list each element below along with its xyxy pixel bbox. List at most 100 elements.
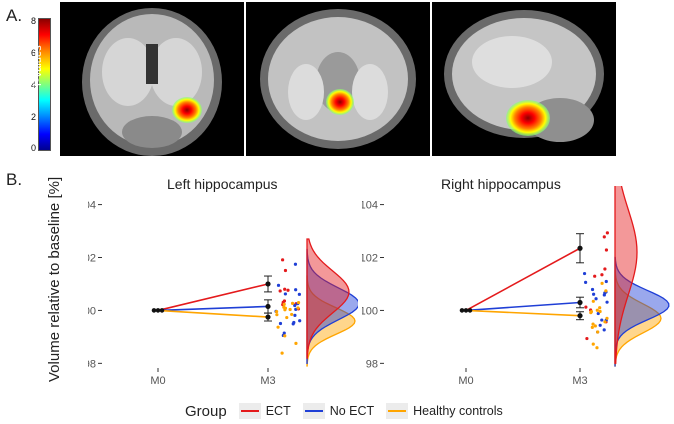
- legend-label-no-ect: No ECT: [329, 404, 375, 418]
- right-chart-title: Right hippocampus: [441, 176, 561, 192]
- y-axis-label: Volume relative to baseline [%]: [46, 176, 63, 382]
- subject-point: [593, 274, 597, 278]
- colorbar-title: T-Values: [32, 45, 44, 88]
- mean-point: [265, 314, 271, 320]
- subject-point: [280, 351, 284, 355]
- subject-point: [290, 301, 295, 305]
- subject-point: [598, 309, 602, 314]
- subject-point: [594, 297, 598, 301]
- colorbar-tick: 4: [30, 80, 36, 90]
- panel-b-label: B.: [6, 170, 23, 189]
- subject-point: [602, 328, 606, 332]
- y-tick-label: 102: [362, 253, 378, 265]
- legend-label-healthy: Healthy controls: [413, 404, 503, 418]
- subject-point: [278, 321, 283, 326]
- colorbar-tick: 8: [30, 16, 36, 26]
- subject-point: [590, 287, 595, 292]
- subject-point: [294, 288, 298, 292]
- brain-sagittal-slice: [432, 2, 616, 156]
- subject-point: [584, 305, 588, 309]
- subject-point: [592, 292, 596, 296]
- subject-point: [290, 312, 294, 317]
- subject-point: [603, 267, 607, 271]
- y-tick-label: 100: [88, 305, 96, 317]
- subject-point: [605, 231, 609, 235]
- y-tick-label: 98: [88, 358, 96, 370]
- subject-point: [285, 315, 289, 320]
- subject-point: [596, 330, 600, 334]
- mean-point: [265, 281, 271, 287]
- y-tick-label: 98: [366, 358, 378, 370]
- subject-point: [283, 268, 288, 273]
- subject-point: [603, 320, 607, 324]
- subject-point: [604, 279, 608, 284]
- subject-point: [297, 292, 301, 296]
- subject-point: [584, 280, 588, 284]
- legend-item-no-ect: No ECT: [302, 403, 375, 419]
- baseline-point: [155, 308, 161, 313]
- baseline-point: [463, 308, 469, 313]
- subject-point: [283, 287, 287, 291]
- subject-point: [276, 325, 280, 329]
- subject-point: [591, 342, 595, 346]
- subject-point: [593, 324, 597, 328]
- subject-point: [591, 299, 595, 303]
- subject-point: [582, 271, 587, 276]
- subject-point: [275, 310, 279, 314]
- subject-point: [604, 289, 608, 293]
- subject-point: [278, 289, 282, 293]
- y-tick-label: 104: [362, 200, 378, 212]
- baseline-point: [151, 308, 157, 313]
- subject-point: [600, 281, 604, 285]
- colorbar-tick: 2: [30, 112, 36, 122]
- x-tick-label: M0: [458, 375, 473, 386]
- series-line-ect: [157, 283, 269, 312]
- subject-point: [595, 308, 599, 312]
- x-tick-label: M3: [572, 375, 587, 386]
- subject-point: [596, 311, 600, 316]
- baseline-point: [467, 308, 473, 313]
- mean-point: [577, 313, 583, 319]
- series-line-healthy-controls: [465, 309, 581, 317]
- legend-swatch-no-ect: [302, 403, 325, 419]
- colorbar-tick: 6: [30, 48, 36, 58]
- brain-axial-slice: [246, 2, 430, 156]
- subject-point: [275, 313, 279, 317]
- subject-point: [591, 322, 595, 326]
- subject-point: [282, 299, 287, 303]
- subject-point: [283, 334, 287, 338]
- subject-point: [298, 319, 302, 323]
- subject-point: [605, 316, 609, 320]
- density-healthy-controls: [306, 275, 356, 367]
- x-tick-label: M3: [260, 375, 275, 386]
- subject-point: [598, 323, 602, 327]
- legend-item-ect: ECT: [238, 403, 291, 419]
- group-legend: Group ECT No ECT Healthy controls: [185, 400, 509, 422]
- y-tick-label: 100: [362, 305, 378, 317]
- legend-title: Group: [185, 402, 227, 420]
- legend-label-ect: ECT: [265, 404, 291, 418]
- subject-point: [286, 288, 290, 292]
- series-line-no-ect: [465, 301, 581, 312]
- series-line-ect: [465, 247, 581, 312]
- y-tick-label: 102: [88, 253, 96, 265]
- subject-point: [590, 325, 594, 329]
- subject-point: [604, 248, 609, 252]
- baseline-point: [459, 308, 465, 313]
- subject-point: [283, 306, 288, 310]
- brain-coronal-slice: [60, 2, 244, 156]
- subject-point: [598, 306, 602, 310]
- subject-point: [600, 318, 604, 322]
- subject-point: [602, 235, 606, 239]
- colorbar-tick: 0: [30, 143, 36, 153]
- subject-point: [293, 262, 298, 266]
- subject-point: [294, 341, 298, 345]
- series-line-healthy-controls: [157, 309, 269, 318]
- legend-item-healthy: Healthy controls: [386, 403, 503, 419]
- x-tick-label: M0: [150, 375, 165, 386]
- series-line-no-ect: [157, 305, 269, 312]
- subject-point: [292, 320, 296, 325]
- subject-point: [280, 258, 285, 262]
